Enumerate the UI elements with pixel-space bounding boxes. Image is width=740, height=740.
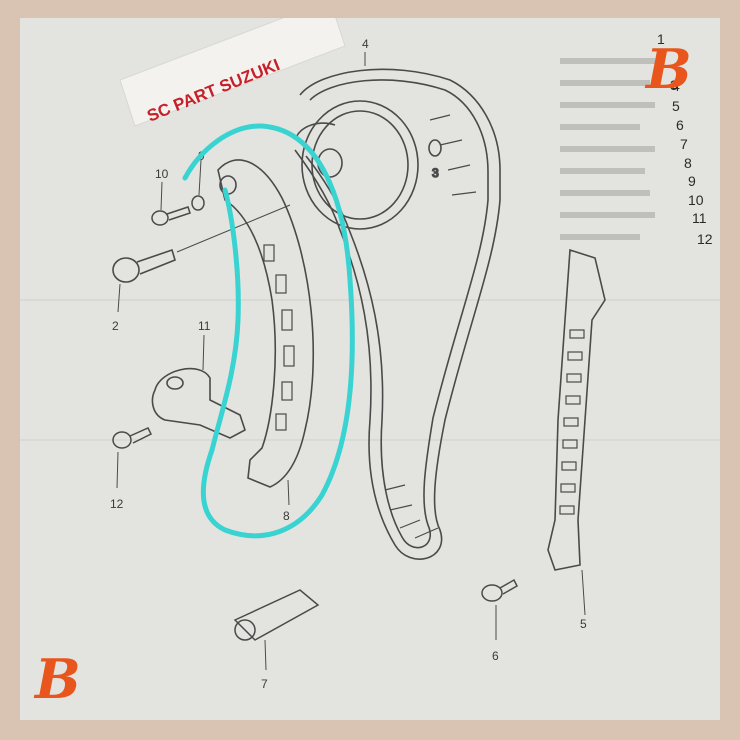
parts-list-num-2: 2 [657,49,665,65]
parts-list-num-3: 3 [670,77,678,93]
callout-10: 10 [155,167,169,181]
washer-part-9 [191,159,205,211]
callout-11: 11 [198,319,211,333]
parts-list-num-10: 10 [688,192,704,208]
parts-list-num-7: 7 [680,136,688,152]
pin-part-7 [233,589,320,671]
parts-list-num-11: 11 [692,210,707,226]
callout-4: 4 [362,37,369,51]
callout-12: 12 [110,497,124,511]
callout-7: 7 [261,677,268,691]
parts-list-num-6: 6 [676,117,684,133]
callout-2: 2 [112,319,119,333]
parts-list-num-4: 4 [672,78,680,94]
parts-list-column: 1 2 3 4 5 6 7 8 9 10 11 12 [560,31,713,247]
tensioner-part-11 [151,334,246,439]
callout-5: 5 [580,617,587,631]
parts-list-num-9: 9 [688,173,696,189]
callout-6: 6 [492,649,499,663]
bolt-part-12 [112,427,153,489]
seller-stamp: SC PART SUZUKI [119,18,346,127]
parts-list-num-8: 8 [684,155,692,171]
parts-list-num-1: 1 [657,31,665,47]
chain-guide-part-5 [547,248,606,616]
timing-chain-exploded-diagram: SC PART SUZUKI 1 2 3 4 5 6 7 8 9 10 11 1… [20,18,720,711]
callout-3: 3 [432,166,439,180]
highlight-marker-circle [182,123,355,539]
timing-chain [294,68,501,560]
bolt-part-10 [151,181,191,226]
parts-diagram-sheet: SC PART SUZUKI 1 2 3 4 5 6 7 8 9 10 11 1… [20,18,720,720]
camshaft-sprocket: 3 [294,100,442,230]
bolt-part-6 [481,578,518,640]
parts-list-num-12: 12 [697,231,713,247]
parts-list-num-5: 5 [672,98,680,114]
callout-8: 8 [283,509,290,523]
brand-logo-top-right: B [644,37,692,101]
brand-logo-bottom-left: B [33,647,81,711]
